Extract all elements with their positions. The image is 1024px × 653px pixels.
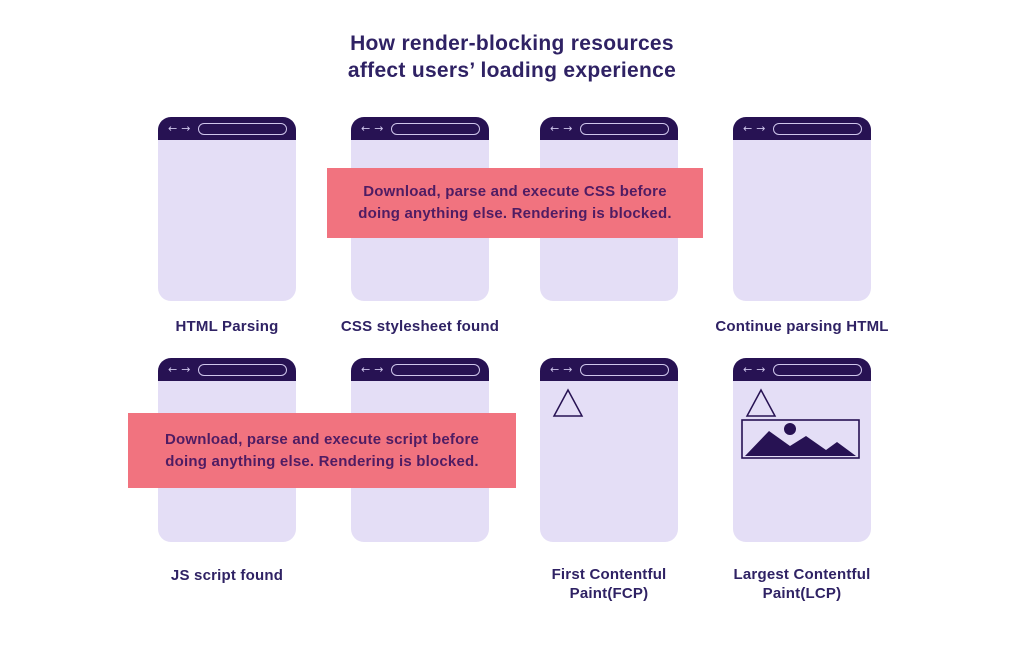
page-title: How render-blocking resources affect use… (347, 32, 677, 82)
forward-arrow-icon: → (756, 363, 766, 376)
back-arrow-icon: ← (168, 122, 178, 135)
url-bar (580, 363, 669, 376)
url-bar (580, 122, 669, 135)
browser-body (158, 140, 296, 301)
back-arrow-icon: ← (550, 363, 560, 376)
back-arrow-icon: ← (168, 363, 178, 376)
browser-body (733, 381, 871, 542)
back-arrow-icon: ← (361, 122, 371, 135)
browser-header: ← → (158, 117, 296, 140)
browser-window-html-parsing: ← → (158, 117, 296, 301)
url-bar (773, 363, 862, 376)
url-bar (198, 122, 287, 135)
browser-header: ← → (540, 358, 678, 381)
window-label-fcp: First Contentful Paint(FCP) (551, 566, 667, 602)
browser-body (540, 381, 678, 542)
browser-header: ← → (733, 358, 871, 381)
forward-arrow-icon: → (756, 122, 766, 135)
triangle-placeholder-icon (552, 388, 584, 417)
triangle-placeholder-icon (745, 388, 777, 417)
back-arrow-icon: ← (743, 363, 753, 376)
forward-arrow-icon: → (563, 363, 573, 376)
forward-arrow-icon: → (181, 122, 191, 135)
forward-arrow-icon: → (181, 363, 191, 376)
url-bar (391, 122, 480, 135)
back-arrow-icon: ← (550, 122, 560, 135)
window-label-html-parsing: HTML Parsing (175, 318, 279, 335)
browser-header: ← → (351, 358, 489, 381)
url-bar (391, 363, 480, 376)
forward-arrow-icon: → (563, 122, 573, 135)
image-placeholder-icon (741, 419, 860, 459)
back-arrow-icon: ← (743, 122, 753, 135)
forward-arrow-icon: → (374, 363, 384, 376)
window-label-css-found: CSS stylesheet found (340, 318, 500, 335)
browser-header: ← → (351, 117, 489, 140)
browser-window-fcp: ← → (540, 358, 678, 542)
browser-header: ← → (158, 358, 296, 381)
js-blocking-callout: Download, parse and execute script befor… (128, 413, 516, 488)
back-arrow-icon: ← (361, 363, 371, 376)
browser-header: ← → (540, 117, 678, 140)
browser-window-lcp: ← → (733, 358, 871, 542)
window-label-continue-parsing: Continue parsing HTML (715, 318, 889, 335)
forward-arrow-icon: → (374, 122, 384, 135)
window-label-lcp: Largest Contentful Paint(LCP) (733, 566, 871, 602)
browser-window-continue-parsing: ← → (733, 117, 871, 301)
browser-header: ← → (733, 117, 871, 140)
browser-body (733, 140, 871, 301)
css-blocking-callout: Download, parse and execute CSS before d… (327, 168, 703, 238)
url-bar (198, 363, 287, 376)
url-bar (773, 122, 862, 135)
window-label-js-found: JS script found (170, 567, 284, 584)
